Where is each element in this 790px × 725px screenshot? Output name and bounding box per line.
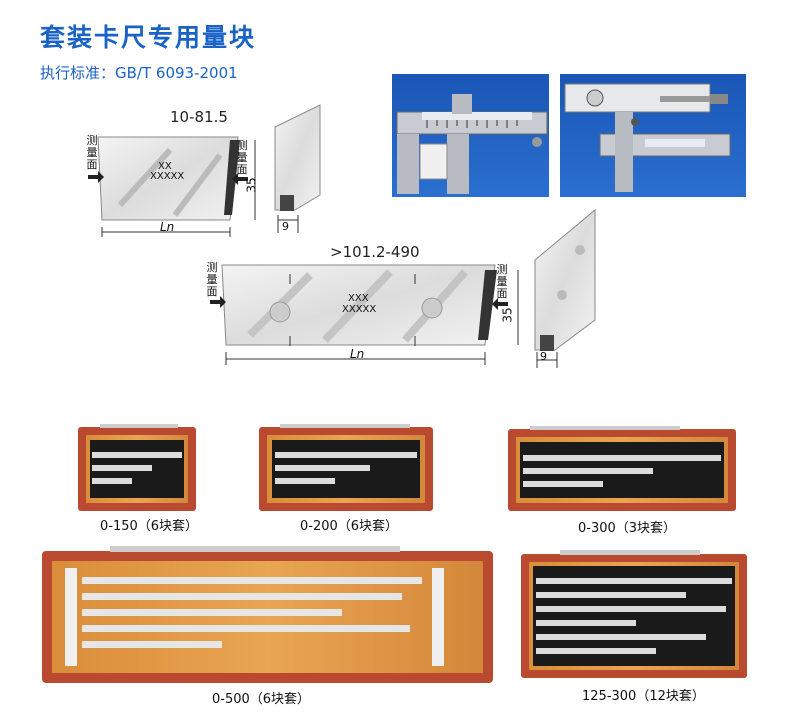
kit-125-300-case <box>521 550 747 678</box>
marking-line-2-large: XXXXX <box>342 304 377 315</box>
kit-0-200-case <box>259 424 433 511</box>
measuring-face-label-right: 测 量 面 <box>236 139 248 176</box>
kit-caption-0-200: 0-200（6块套） <box>300 519 399 534</box>
caliper-photo-1 <box>392 74 549 197</box>
measuring-face-label-right-large: 测 量 面 <box>496 263 508 300</box>
marking-line-1: XX <box>158 161 172 172</box>
kit-0-300-case <box>508 426 736 511</box>
marking-line-1-large: XXX <box>348 293 369 304</box>
thickness-dim-small: 9 <box>282 220 289 233</box>
range-label-small: 10-81.5 <box>170 108 228 126</box>
thickness-dim-large: 9 <box>540 350 547 363</box>
caliper-photo-2 <box>560 74 746 197</box>
kit-0-150-case <box>78 424 196 511</box>
kit-caption-0-300: 0-300（3块套） <box>578 521 677 536</box>
length-dim-small: Ln <box>160 220 175 234</box>
kit-caption-125-300: 125-300（12块套） <box>582 689 705 704</box>
measuring-face-label-left-large: 测 量 面 <box>206 261 218 298</box>
page-title: 套装卡尺专用量块 <box>40 23 257 52</box>
length-dim-large: Ln <box>350 347 365 361</box>
standard-label: 执行标准：GB/T 6093-2001 <box>40 64 238 82</box>
kit-caption-0-500: 0-500（6块套） <box>212 692 311 707</box>
range-label-large: >101.2-490 <box>330 243 420 261</box>
small-block-drawing <box>88 104 321 237</box>
kit-0-500-case <box>42 546 493 683</box>
marking-line-2: XXXXX <box>150 171 185 182</box>
kit-caption-0-150: 0-150（6块套） <box>100 519 199 534</box>
large-block-drawing <box>210 208 596 368</box>
measuring-face-label-left: 测 量 面 <box>86 134 98 171</box>
